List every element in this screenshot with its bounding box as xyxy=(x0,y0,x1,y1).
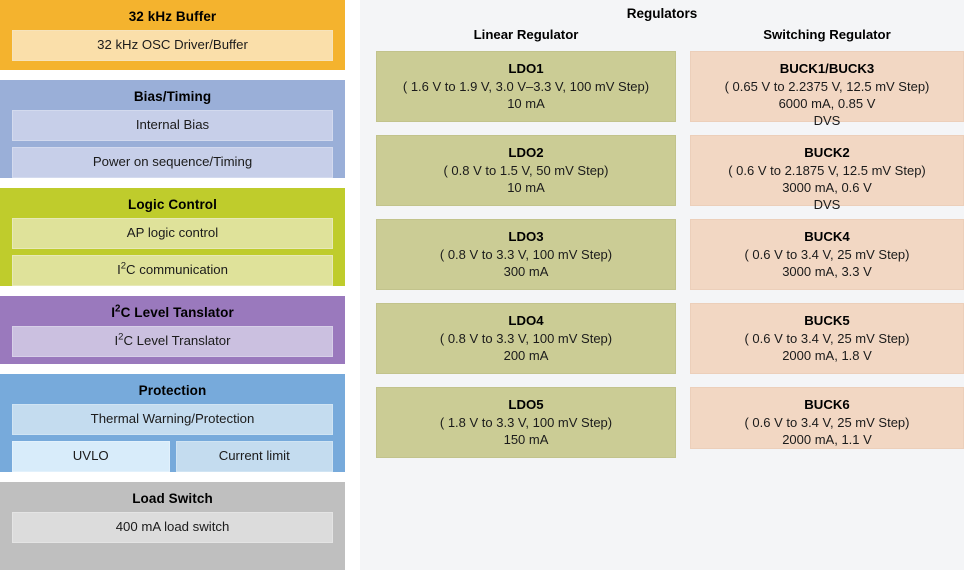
block-row: 32 kHz OSC Driver/Buffer xyxy=(12,30,333,61)
block-title-osc-buffer: 32 kHz Buffer xyxy=(128,9,217,24)
regulator-card-title: LDO5 xyxy=(508,397,544,412)
regulator-card-spec: 10 mA xyxy=(507,96,545,111)
regulator-card-title: BUCK1/BUCK3 xyxy=(779,61,875,76)
regulator-card-title: BUCK6 xyxy=(804,397,850,412)
regulator-card-spec: 3000 mA, 0.6 V xyxy=(782,180,872,195)
column-header-switching-regulator: Switching Regulator xyxy=(763,27,891,42)
feature-box[interactable]: 400 mA load switch xyxy=(12,512,333,543)
feature-box[interactable]: 32 kHz OSC Driver/Buffer xyxy=(12,30,333,61)
regulator-card[interactable]: BUCK4 ( 0.6 V to 3.4 V, 25 mV Step) 3000 m… xyxy=(690,219,964,290)
feature-box[interactable]: I2C Level Translator xyxy=(12,326,333,357)
regulator-card[interactable]: BUCK5 ( 0.6 V to 3.4 V, 25 mV Step) 2000 m… xyxy=(690,303,964,374)
regulator-card-spec: 150 mA xyxy=(503,432,549,447)
block-row: I2C Level Translator xyxy=(12,326,333,357)
regulator-card-title: BUCK4 xyxy=(804,229,850,244)
block-title-protection: Protection xyxy=(138,383,207,398)
regulator-card-title: LDO4 xyxy=(508,313,544,328)
feature-box[interactable]: AP logic control xyxy=(12,218,333,249)
regulator-card-spec: ( 0.6 V to 3.4 V, 25 mV Step) xyxy=(744,331,910,346)
feature-box[interactable]: Thermal Warning/Protection xyxy=(12,404,333,435)
regulator-card-title: LDO2 xyxy=(508,145,544,160)
regulators-title: Regulators xyxy=(626,6,698,21)
regulator-card-title: LDO3 xyxy=(508,229,544,244)
regulator-card-spec: 200 mA xyxy=(503,348,549,363)
regulator-card[interactable]: BUCK6 ( 0.6 V to 3.4 V, 25 mV Step) 2000 m… xyxy=(690,387,964,449)
block-title-i2c-level-translator: I2C Level Tanslator xyxy=(111,303,234,320)
regulator-card-spec: DVS xyxy=(813,197,841,212)
regulator-card[interactable]: LDO2 ( 0.8 V to 1.5 V, 50 mV Step) 10 mA xyxy=(376,135,676,206)
feature-box[interactable]: UVLO xyxy=(12,441,170,472)
regulator-card-spec: ( 0.8 V to 3.3 V, 100 mV Step) xyxy=(439,331,613,346)
regulator-card-title: LDO1 xyxy=(508,61,544,76)
regulator-card-spec: ( 0.6 V to 2.1875 V, 12.5 mV Step) xyxy=(728,163,926,178)
feature-box[interactable]: Power on sequence/Timing xyxy=(12,147,333,178)
block-row: Power on sequence/Timing xyxy=(12,147,333,178)
block-osc-buffer: 32 kHz Buffer 32 kHz OSC Driver/Buffer xyxy=(0,0,345,70)
block-title-load-switch: Load Switch xyxy=(132,491,213,506)
feature-box[interactable]: Current limit xyxy=(175,441,333,472)
regulator-card-spec: 10 mA xyxy=(507,180,545,195)
regulator-card-spec: ( 0.8 V to 3.3 V, 100 mV Step) xyxy=(439,247,613,262)
regulator-card-spec: 2000 mA, 1.8 V xyxy=(782,348,872,363)
regulator-card[interactable]: LDO1 ( 1.6 V to 1.9 V, 3.0 V–3.3 V, 100 m… xyxy=(376,51,676,122)
regulator-card-spec: 3000 mA, 3.3 V xyxy=(782,264,872,279)
regulator-card-spec: ( 0.6 V to 3.4 V, 25 mV Step) xyxy=(744,247,910,262)
regulator-card[interactable]: LDO5 ( 1.8 V to 3.3 V, 100 mV Step) 150 mA xyxy=(376,387,676,458)
regulator-card-spec: ( 1.6 V to 1.9 V, 3.0 V–3.3 V, 100 mV St… xyxy=(402,79,650,94)
block-row: 400 mA load switch xyxy=(12,512,333,543)
regulator-card[interactable]: BUCK2 ( 0.6 V to 2.1875 V, 12.5 mV Step) 3… xyxy=(690,135,964,212)
regulator-card-spec: 2000 mA, 1.1 V xyxy=(782,432,872,447)
regulator-card-spec: 6000 mA, 0.85 V xyxy=(778,96,876,111)
regulator-card-spec: ( 1.8 V to 3.3 V, 100 mV Step) xyxy=(439,415,613,430)
block-row: I2C communication xyxy=(12,255,333,286)
block-load-switch: Load Switch 400 mA load switch xyxy=(0,482,345,570)
column-header-linear-regulator: Linear Regulator xyxy=(473,27,579,42)
block-row: AP logic control xyxy=(12,218,333,249)
regulator-card-spec: ( 0.65 V to 2.2375 V, 12.5 mV Step) xyxy=(724,79,930,94)
regulator-card-spec: DVS xyxy=(813,113,841,128)
block-row: Thermal Warning/Protection xyxy=(12,404,333,435)
block-row: Internal Bias xyxy=(12,110,333,141)
regulator-card[interactable]: LDO3 ( 0.8 V to 3.3 V, 100 mV Step) 300 mA xyxy=(376,219,676,290)
regulator-card-title: BUCK5 xyxy=(804,313,850,328)
regulator-card-spec: 300 mA xyxy=(503,264,549,279)
feature-box[interactable]: Internal Bias xyxy=(12,110,333,141)
regulator-card-title: BUCK2 xyxy=(804,145,850,160)
block-title-logic-control: Logic Control xyxy=(127,197,218,212)
feature-box[interactable]: I2C communication xyxy=(12,255,333,286)
regulator-card-spec: ( 0.8 V to 1.5 V, 50 mV Step) xyxy=(443,163,609,178)
block-title-bias-timing: Bias/Timing xyxy=(133,89,212,104)
regulator-card[interactable]: BUCK1/BUCK3 ( 0.65 V to 2.2375 V, 12.5 mV… xyxy=(690,51,964,128)
regulator-card-spec: ( 0.6 V to 3.4 V, 25 mV Step) xyxy=(744,415,910,430)
regulator-card[interactable]: LDO4 ( 0.8 V to 3.3 V, 100 mV Step) 200 mA xyxy=(376,303,676,374)
